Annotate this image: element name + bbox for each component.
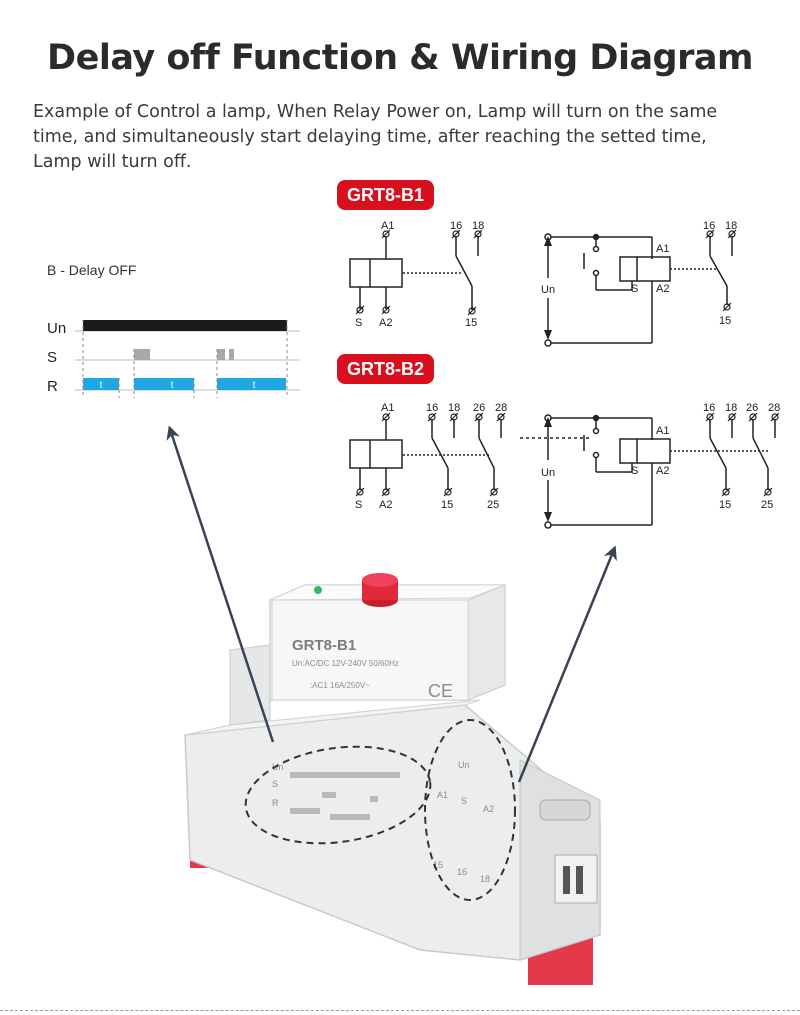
terminal-16: 16: [703, 402, 715, 414]
b1-schematic-left-labels: A1 16 18 S A2 15: [355, 220, 484, 329]
b2-schematic-left-labels: A1 16 18 26 28 S A2 15 25: [355, 402, 507, 511]
device-model: GRT8-B1: [292, 637, 356, 654]
terminal-s: S: [631, 465, 638, 477]
pointer-arrow-timing: [166, 425, 275, 743]
device-row-r: R: [272, 798, 279, 808]
callout-wiring: [424, 719, 516, 901]
description-line: Lamp will turn off.: [33, 152, 192, 172]
device-rating-1: Un:AC/DC 12V-240V 50/60Hz: [292, 659, 399, 668]
terminal-18: 18: [725, 402, 737, 414]
b2-supply-arrow-up: [544, 417, 552, 427]
pointer-arrow-wiring: [517, 545, 617, 783]
t-label: t: [100, 380, 103, 391]
device-row-un: Un: [272, 762, 284, 772]
b1-supply-arrow-up: [544, 236, 552, 246]
device-term-a2: A2: [483, 804, 494, 814]
terminal-s: S: [355, 317, 362, 329]
b2-wiring-right-labels: Un A1 S A2 16 18 26 28 15 25: [541, 402, 780, 511]
device-term-15: 15: [433, 860, 443, 870]
supply-un: Un: [541, 284, 555, 296]
terminal-a1: A1: [656, 243, 669, 255]
ce-mark: CE: [428, 681, 453, 701]
device-term-18: 18: [480, 874, 490, 884]
device-row-s: S: [272, 779, 278, 789]
terminal-25: 25: [761, 499, 773, 511]
description: Example of Control a lamp, When Relay Po…: [33, 100, 783, 175]
s-pulse: [217, 349, 225, 360]
timing-heading: B - Delay OFF: [47, 262, 136, 278]
description-line: time, and simultaneously start delaying …: [33, 127, 707, 147]
b1-schematic-left: [349, 229, 483, 316]
terminal-16: 16: [426, 402, 438, 414]
r-bar: [217, 378, 286, 390]
terminal-26: 26: [746, 402, 758, 414]
row-label-un: Un: [47, 320, 66, 337]
r-bar: [83, 378, 119, 390]
terminal-a2: A2: [656, 465, 669, 477]
terminal-18: 18: [448, 402, 460, 414]
device-term-un: Un: [458, 760, 470, 770]
terminal-15: 15: [719, 499, 731, 511]
terminal-16: 16: [450, 220, 462, 232]
terminal-a1: A1: [656, 425, 669, 437]
row-label-s: S: [47, 349, 57, 366]
b1-supply-arrow-down: [544, 330, 552, 340]
terminal-a1: A1: [381, 402, 394, 414]
terminal-a2: A2: [656, 283, 669, 295]
row-label-r: R: [47, 378, 58, 395]
terminal-a2: A2: [379, 317, 392, 329]
s-pulse: [229, 349, 234, 360]
terminal-a2: A2: [379, 499, 392, 511]
b1-wiring-right-labels: Un A1 S A2 16 18 15: [541, 220, 737, 327]
terminal-s: S: [631, 283, 638, 295]
terminal-25: 25: [487, 499, 499, 511]
timing-diagram: B - Delay OFF Un S R t t t: [47, 262, 300, 398]
terminal-18: 18: [725, 220, 737, 232]
t-label: t: [253, 380, 256, 391]
device-rating-2: :AC1 16A/250V~: [310, 681, 370, 690]
terminal-26: 26: [473, 402, 485, 414]
page-title: Delay off Function & Wiring Diagram: [47, 38, 753, 78]
b2-supply-arrow-down: [544, 512, 552, 522]
supply-un: Un: [541, 467, 555, 479]
relay-device: GRT8-B1 Un:AC/DC 12V-240V 50/60Hz :AC1 1…: [184, 573, 601, 985]
b2-wiring-right: [520, 412, 780, 529]
terminal-s: S: [355, 499, 362, 511]
terminal-28: 28: [768, 402, 780, 414]
terminal-15: 15: [719, 315, 731, 327]
model-badge-b2: GRT8-B2: [337, 354, 435, 384]
description-line: Example of Control a lamp, When Relay Po…: [33, 102, 718, 122]
terminal-18: 18: [472, 220, 484, 232]
bottom-divider: [0, 1010, 800, 1011]
b2-schematic-left: [349, 412, 506, 497]
t-label: t: [171, 380, 174, 391]
un-bar: [83, 320, 287, 331]
terminal-16: 16: [703, 220, 715, 232]
b1-wiring-right: [544, 229, 737, 347]
s-pulse: [134, 349, 150, 360]
device-term-s: S: [461, 796, 467, 806]
r-bar: [134, 378, 194, 390]
model-badge-b1: GRT8-B1: [337, 180, 435, 210]
terminal-28: 28: [495, 402, 507, 414]
terminal-15: 15: [441, 499, 453, 511]
callout-timing: [244, 745, 432, 845]
device-term-16: 16: [457, 867, 467, 877]
device-term-a1: A1: [437, 790, 448, 800]
terminal-a1: A1: [381, 220, 394, 232]
terminal-15: 15: [465, 317, 477, 329]
